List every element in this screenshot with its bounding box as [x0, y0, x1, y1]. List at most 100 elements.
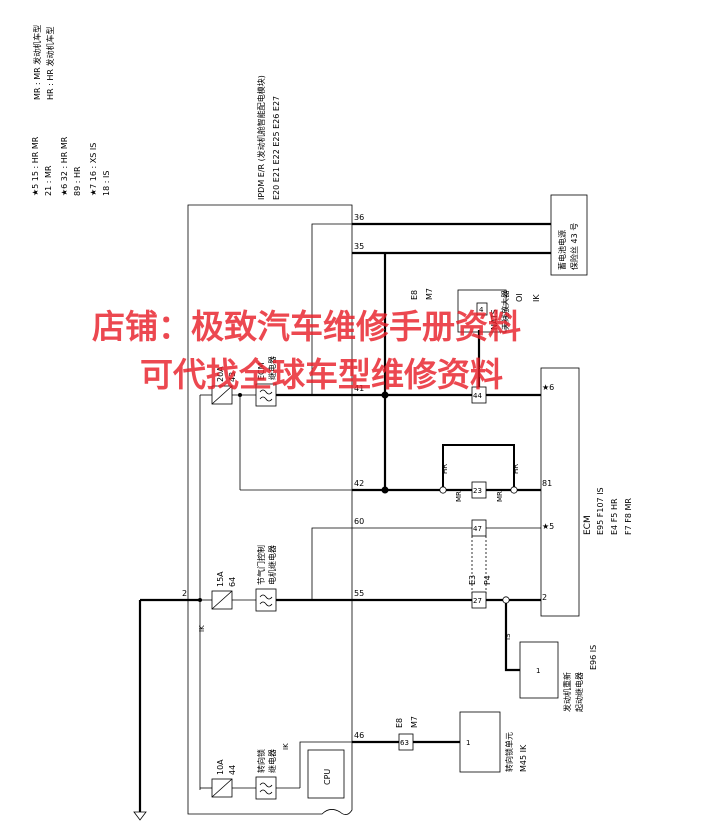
nats-box: NATS 天线放大器 4 E8 M7 OI IK — [410, 288, 541, 333]
note-row-2: 21 : MR — [44, 165, 53, 196]
steering-relay-group: 10A 44 转向锁 继电器 IK — [211, 743, 290, 800]
svg-text:★7 16 : XS IS: ★7 16 : XS IS — [89, 143, 98, 196]
steering-relay-label-2: 继电器 — [267, 749, 277, 773]
label-m7: M7 — [410, 716, 419, 728]
junction-27: 27 — [471, 591, 487, 609]
ipdm-title-text: IPDM E/R (发动机舱智能配电模块) — [256, 75, 266, 200]
pin-60: 60 — [354, 517, 364, 526]
ecm-relay-group: 20A 43 ECM 继电器 — [211, 356, 277, 407]
tag-mr-left: MR — [455, 491, 463, 502]
junction-63: 63 — [398, 733, 414, 751]
cpu-box: CPU — [307, 749, 345, 799]
watermark-line-1: 店铺：极致汽车维修手册资料 — [92, 307, 521, 346]
restart-relay-conn: E96 IS — [589, 645, 598, 670]
steering-unit-box: 1 转向锁单元 M45 IK — [459, 711, 528, 773]
battery-label-1: 蓄电池电源 — [557, 230, 567, 270]
steering-relay-label-1: 转向锁 — [256, 749, 266, 773]
svg-text:44: 44 — [473, 392, 482, 400]
legend-hr: HR : HR 发动机车型 — [45, 27, 55, 100]
nats-conn-e8: E8 — [410, 290, 419, 300]
ecm-conn-row-1: E95 F107 IS — [596, 487, 605, 535]
nats-label-2: 天线放大器 — [500, 290, 510, 330]
svg-text:63: 63 — [400, 739, 409, 747]
tag-hr-left: HR — [441, 464, 449, 474]
junction-23: 23 — [471, 481, 487, 499]
notes: ★5 15 : HR MR 21 : MR ★6 32 : HR MR 89 :… — [31, 136, 111, 196]
ecm-pin-star6: ★6 — [542, 383, 554, 392]
svg-text:★6 32 : HR MR: ★6 32 : HR MR — [60, 136, 69, 196]
restart-relay-box: 1 发动机重新 起动继电器 E96 IS — [519, 641, 598, 712]
nats-pin: 4 — [479, 306, 484, 314]
pin-46: 46 — [354, 731, 364, 740]
svg-text:23: 23 — [473, 487, 482, 495]
ecm-pin-star5: ★5 — [542, 522, 554, 531]
cpu-label: CPU — [323, 769, 332, 785]
svg-text:89 : HR: 89 : HR — [73, 166, 82, 196]
nats-tag-ik: IK — [532, 294, 541, 302]
fuse-10a-number: 44 — [228, 765, 237, 775]
ground-icon — [133, 811, 147, 821]
label-f4: F4 — [483, 575, 492, 585]
steering-unit-pin: 1 — [466, 739, 470, 747]
restart-relay-label-2: 起动继电器 — [574, 672, 584, 712]
throttle-relay-group: 15A 64 节气门控制 电机继电器 — [211, 545, 277, 612]
ipdm-module — [187, 204, 353, 815]
legend-mr: MR : MR 发动机车型 — [32, 25, 42, 100]
ecm-pin-81: 81 — [542, 479, 552, 488]
label-e8: E8 — [395, 718, 404, 728]
nats-tag-oi: OI — [515, 293, 524, 302]
fuse-20a-number: 43 — [228, 372, 237, 382]
ecm-relay-label-2: 继电器 — [267, 356, 277, 380]
fuse-10a-rating: 10A — [216, 759, 225, 775]
battery-label-2: 保险丝 43 号 — [569, 223, 579, 270]
throttle-relay-label-2: 电机继电器 — [267, 545, 277, 585]
tag-hr-right: HR — [512, 464, 520, 474]
watermark: 店铺：极致汽车维修手册资料 可代找全球车型维修资料 — [92, 307, 521, 394]
pin-41: 41 — [354, 384, 364, 393]
fuse-15a-rating: 15A — [216, 571, 225, 587]
note-row-3: ★6 32 : HR MR — [60, 136, 69, 196]
pin-55: 55 — [354, 589, 364, 598]
internal-wire-36 — [311, 223, 352, 395]
svg-text:18 : IS: 18 : IS — [102, 171, 111, 196]
tag-mr-right: MR — [496, 491, 504, 502]
pin-2: 2 — [182, 589, 187, 598]
ecm-conn-row-3: F7 F8 MR — [624, 498, 633, 535]
tag-is: IS — [504, 633, 512, 640]
note-row-6: 18 : IS — [102, 171, 111, 196]
svg-text:21 : MR: 21 : MR — [44, 165, 53, 196]
steering-unit-conn: M45 IK — [519, 744, 528, 772]
pin-36: 36 — [354, 213, 364, 222]
battery-box: 蓄电池电源 保险丝 43 号 — [550, 194, 588, 276]
pin-35: 35 — [354, 242, 364, 251]
ipdm-title: IPDM E/R (发动机舱智能配电模块) E20 E21 E22 E25 E2… — [256, 75, 281, 200]
steering-tag-ik: IK — [282, 743, 290, 750]
nats-label-1: NATS — [490, 309, 499, 330]
label-e3: E3 — [468, 575, 477, 585]
throttle-relay-label-1: 节气门控制 — [256, 545, 266, 585]
restart-relay-label-1: 发动机重新 — [562, 672, 572, 712]
wire-restart — [504, 603, 520, 672]
watermark-line-2: 可代找全球车型维修资料 — [140, 355, 503, 394]
fuse-15a-number: 64 — [228, 577, 237, 587]
steering-relay-box — [255, 776, 277, 800]
svg-text:★5 15 : HR MR: ★5 15 : HR MR — [31, 136, 40, 196]
legend: MR : MR 发动机车型 HR : HR 发动机车型 — [32, 25, 55, 100]
note-row-5: ★7 16 : XS IS — [89, 143, 98, 196]
tag-ik-bus: IK — [198, 625, 206, 632]
restart-relay-pin: 1 — [536, 667, 540, 675]
ecm-pin-2: 2 — [542, 593, 547, 602]
pin-42: 42 — [354, 479, 364, 488]
note-row-4: 89 : HR — [73, 166, 82, 196]
junction-47: 47 — [471, 519, 487, 537]
nats-conn-m7: M7 — [425, 288, 434, 300]
junction-44: 44 — [471, 386, 487, 404]
ecm-box: ECM E95 F107 IS E4 F5 HR F7 F8 MR ★6 81 … — [540, 367, 633, 617]
fuse-20a-rating: 20A — [216, 366, 225, 382]
ecm-conn-row-2: E4 F5 HR — [610, 498, 619, 535]
ecm-title: ECM — [583, 515, 593, 535]
svg-text:27: 27 — [473, 597, 482, 605]
throttle-relay-box — [255, 588, 277, 612]
ipdm-connectors: E20 E21 E22 E25 E26 E27 — [272, 96, 281, 200]
